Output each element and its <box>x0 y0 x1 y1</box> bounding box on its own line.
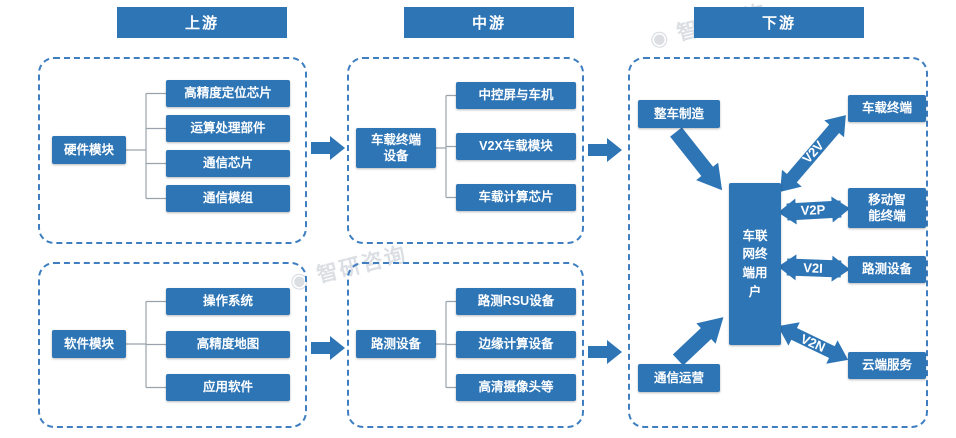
arrow-telecom-to-user <box>672 317 724 366</box>
group-upstream-software <box>38 262 307 428</box>
bracket-software <box>126 300 166 389</box>
hardware-module-node: 硬件模块 <box>52 136 126 164</box>
vehicle-terminal-node: 车载终端设备 <box>356 128 436 168</box>
group-midstream-roadside <box>347 262 584 428</box>
end-user-label: 车联网终端用户 <box>742 228 768 299</box>
flow-arrow-midstream-bottom <box>588 340 622 364</box>
vt-item-v2x-module: V2X车载模块 <box>456 133 576 160</box>
terminal-cloud: 云端服务 <box>848 352 926 379</box>
terminal-mobile-smart: 移动智能终端 <box>848 188 926 228</box>
rs-item-edge-computing: 边缘计算设备 <box>456 331 576 358</box>
flow-arrow-upstream-top <box>311 136 345 160</box>
rs-item-rsu: 路测RSU设备 <box>456 288 576 315</box>
vt-item-head-unit: 中控屏与车机 <box>456 82 576 109</box>
flow-arrow-midstream-top <box>588 138 622 162</box>
header-upstream: 上游 <box>117 7 287 38</box>
group-midstream-vehicle-terminal <box>347 57 584 244</box>
flow-arrow-upstream-bottom <box>311 336 345 360</box>
terminal-vehicle: 车载终端 <box>848 95 926 122</box>
link-v2n-arrow <box>777 322 849 364</box>
bracket-vehicle-terminal <box>436 94 456 199</box>
group-upstream-hardware <box>38 57 307 244</box>
header-downstream: 下游 <box>694 7 864 38</box>
hardware-item-comm-module: 通信模组 <box>166 185 290 212</box>
software-item-hd-map: 高精度地图 <box>166 331 290 358</box>
link-v2v-arrow <box>780 115 846 192</box>
link-label-v2i: V2I <box>802 260 824 276</box>
terminal-roadside: 路测设备 <box>848 256 926 283</box>
link-v2i-arrow <box>778 254 850 282</box>
software-item-os: 操作系统 <box>166 288 290 315</box>
arrow-manufacturer-to-user <box>670 127 723 191</box>
software-item-app: 应用软件 <box>166 374 290 401</box>
link-label-v2p: V2P <box>800 202 826 218</box>
hardware-item-comm-chip: 通信芯片 <box>166 150 290 177</box>
header-midstream: 中游 <box>404 7 574 38</box>
group-downstream <box>628 57 928 428</box>
hardware-item-processing-unit: 运算处理部件 <box>166 115 290 142</box>
bracket-roadside <box>436 300 456 389</box>
telecom-operator-node: 通信运营 <box>638 364 720 392</box>
bracket-hardware <box>126 92 166 200</box>
terminal-mobile-smart-label: 移动智能终端 <box>868 192 906 223</box>
software-module-node: 软件模块 <box>52 330 126 358</box>
link-v2p-arrow <box>778 196 850 225</box>
hardware-item-positioning-chip: 高精度定位芯片 <box>166 80 290 107</box>
vehicle-terminal-label: 车载终端设备 <box>370 132 421 163</box>
roadside-node: 路测设备 <box>356 330 436 358</box>
vt-item-computing-chip: 车载计算芯片 <box>456 184 576 211</box>
manufacturer-node: 整车制造 <box>638 100 720 128</box>
end-user-node: 车联网终端用户 <box>729 183 781 345</box>
rs-item-hd-camera: 高清摄像头等 <box>456 374 576 401</box>
